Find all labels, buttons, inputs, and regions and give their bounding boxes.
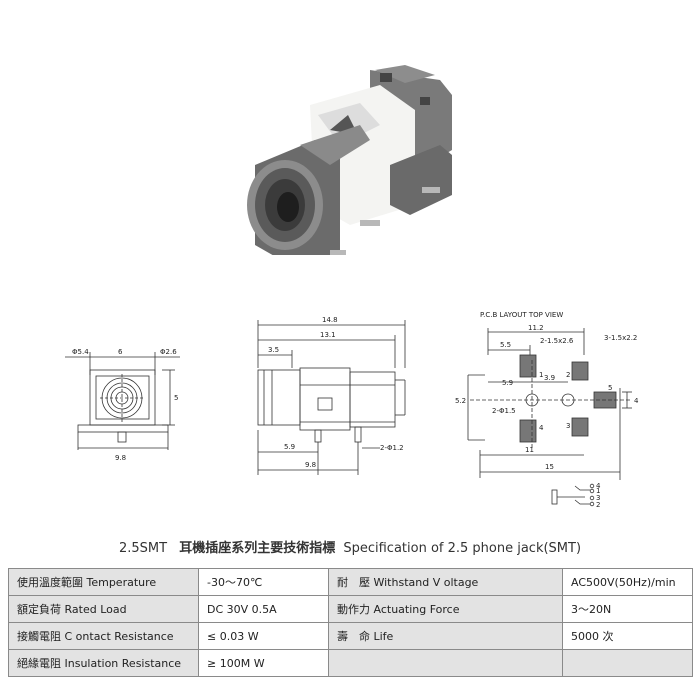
spec-label: 動作力 Actuating Force [328,595,563,623]
table-row: 絕緣電阻 Insulation Resistance ≥ 100M W [8,649,693,677]
spec-caption: 2.5SMT 耳機插座系列主要技術指標 Specification of 2.5… [0,537,700,556]
spec-value: ≤ 0.03 W [198,622,329,650]
spec-value: 5000 次 [562,622,693,650]
pcb-layout [467,328,632,507]
side-view [257,320,406,475]
dim-pcb-pad-h: 4 [634,397,639,405]
spec-label: 絕緣電阻 Insulation Resistance [8,649,199,677]
product-photo [247,65,452,255]
dim-pcb-pad2: 3-1.5x2.2 [604,334,637,342]
dim-side-front: 3.5 [268,346,279,354]
pcb-title: P.C.B LAYOUT TOP VIEW [480,311,563,319]
dim-pcb-w4: 15 [545,463,554,471]
spec-label: 耐 壓 Withstand V oltage [328,568,563,596]
spec-value: DC 30V 0.5A [198,595,329,623]
schematic-pin-label: 2 [596,501,600,509]
spec-value: -30～70℃ [198,568,329,596]
table-row: 使用溫度範圍 Temperature -30～70℃ 耐 壓 Withstand… [8,568,693,596]
dim-pcb-w3: 11 [525,446,534,454]
dim-pcb-w1: 11.2 [528,324,544,332]
spec-label: 接觸電阻 C ontact Resistance [8,622,199,650]
pcb-pad-label: 1 [539,371,543,379]
dim-pcb-x1: 5.9 [502,379,513,387]
dim-pcb-w2: 5.5 [500,341,511,349]
spec-value: AC500V(50Hz)/min [562,568,693,596]
schematic-pin-label: 4 [596,482,601,490]
spec-label: 壽 命 Life [328,622,563,650]
pcb-pad-label: 3 [566,422,570,430]
spec-value: 3～20N [562,595,693,623]
pcb-pad-label: 5 [608,384,612,392]
caption-chinese: 耳機插座系列主要技術指標 [179,541,336,556]
dim-side-overall: 14.8 [322,316,338,324]
pcb-pad-label: 2 [566,371,570,379]
spec-label [328,649,563,677]
spec-table: 使用溫度範圍 Temperature -30～70℃ 耐 壓 Withstand… [8,568,693,677]
schematic-pin-label: 3 [596,494,600,502]
dim-front-d3: Φ2.6 [160,348,177,356]
caption-english: Specification of 2.5 phone jack(SMT) [343,541,582,556]
caption-model: 2.5SMT [118,541,168,556]
spec-value: ≥ 100M W [198,649,329,677]
dim-pcb-h: 5.2 [455,397,466,405]
dim-side-pin-dia: 2-Φ1.2 [380,444,404,452]
dim-side-pin: 5.9 [284,443,295,451]
dim-front-w: 9.8 [115,454,126,462]
front-view [65,352,180,450]
dim-front-d1: Φ5.4 [72,348,89,356]
dim-front-d2: 6 [118,348,123,356]
dim-side-body: 13.1 [320,331,336,339]
dim-pcb-x2: 3.9 [544,374,555,382]
spec-value [562,649,693,677]
dim-side-pitch: 9.8 [305,461,316,469]
dim-front-h: 5 [174,394,178,402]
spec-label: 額定負荷 Rated Load [8,595,199,623]
technical-drawings: Φ5.4 6 Φ2.6 5 9.8 14.8 13.1 3.5 5.9 9.8 … [65,311,639,509]
table-row: 額定負荷 Rated Load DC 30V 0.5A 動作力 Actuatin… [8,595,693,623]
dim-pcb-pad1: 2-1.5x2.6 [540,337,574,345]
pcb-pad-label: 4 [539,424,544,432]
table-row: 接觸電阻 C ontact Resistance ≤ 0.03 W 壽 命 Li… [8,622,693,650]
spec-label: 使用溫度範圍 Temperature [8,568,199,596]
schematic-pin-label: 1 [596,487,600,495]
dim-pcb-hole: 2-Φ1.5 [492,407,516,415]
